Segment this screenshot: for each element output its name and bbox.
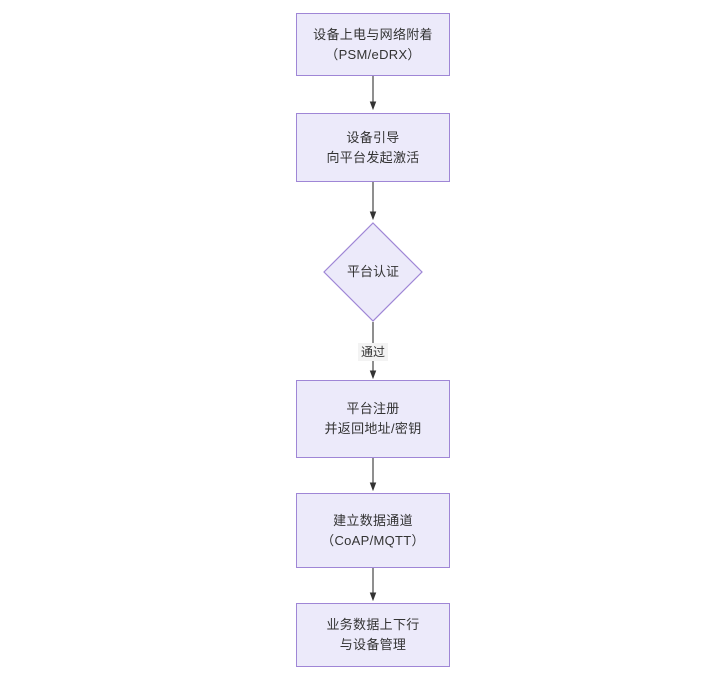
node-device-power-on[interactable]: 设备上电与网络附着 （PSM/eDRX）	[296, 13, 450, 76]
node-text-line: 与设备管理	[339, 637, 407, 652]
diamond-shape	[323, 222, 423, 322]
node-text-line: 平台认证	[346, 264, 399, 279]
node-text-line: 设备上电与网络附着	[313, 26, 433, 42]
node-business-data-and-device-mgmt[interactable]: 业务数据上下行 与设备管理	[296, 603, 450, 667]
node-text-line: （CoAP/MQTT）	[321, 532, 425, 548]
node-establish-data-channel[interactable]: 建立数据通道 （CoAP/MQTT）	[296, 493, 450, 568]
node-text-line: 向平台发起激活	[326, 149, 420, 165]
node-platform-register[interactable]: 平台注册 并返回地址/密钥	[296, 380, 450, 458]
node-text-line: 并返回地址/密钥	[324, 421, 422, 436]
node-text-line: 设备引导	[346, 129, 400, 145]
node-text-line: 业务数据上下行	[326, 617, 420, 632]
node-platform-auth-decision[interactable]: 平台认证	[323, 222, 423, 322]
node-text-line: 平台注册	[346, 401, 400, 416]
node-device-bootstrap[interactable]: 设备引导 向平台发起激活	[296, 113, 450, 182]
node-text-line: （PSM/eDRX）	[325, 46, 421, 62]
edge-label-pass: 通过	[357, 343, 389, 361]
node-text-line: 建立数据通道	[333, 512, 413, 528]
